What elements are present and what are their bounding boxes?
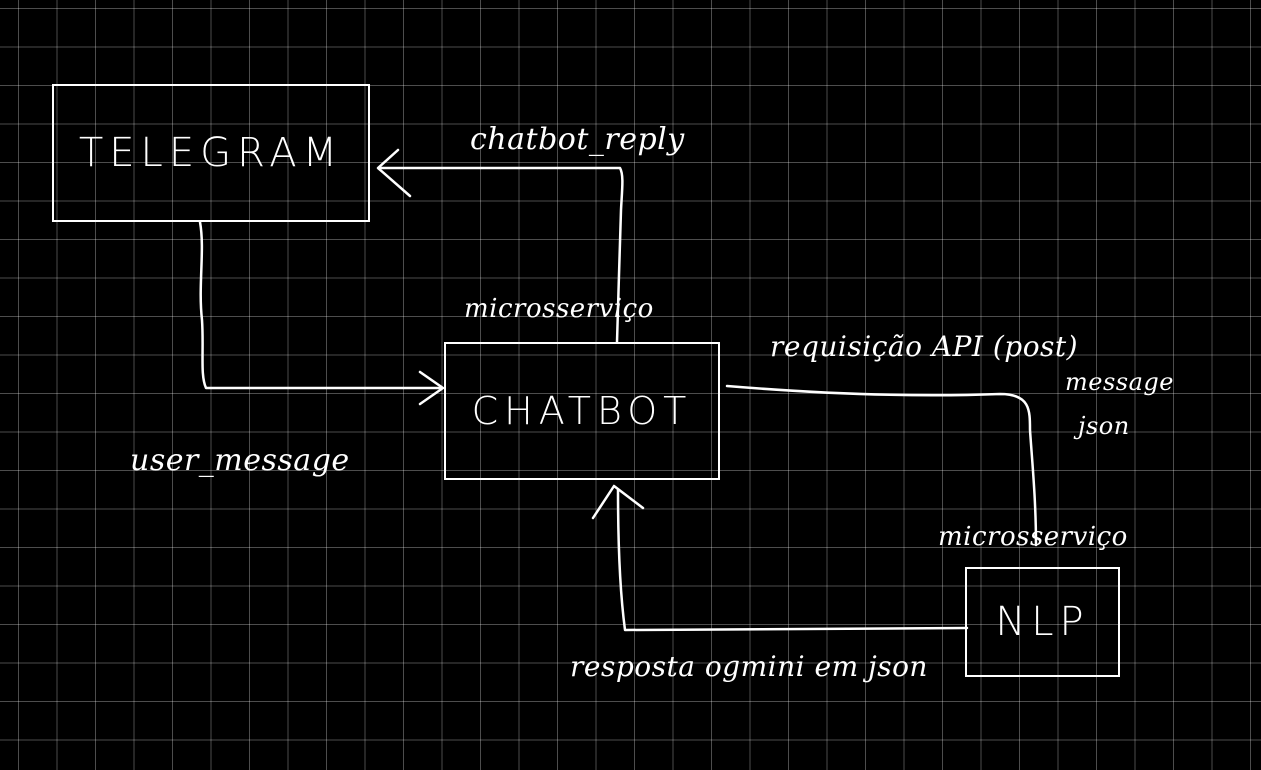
- nlp-node: NLP: [965, 567, 1120, 677]
- chatbot-node-label: CHATBOT: [471, 389, 693, 433]
- api-request-connector: [725, 384, 1038, 547]
- user-message-connector: [198, 220, 442, 390]
- nlp-response-arrowhead: [591, 484, 645, 520]
- chatbot-reply-label: chatbot_reply: [470, 122, 685, 157]
- chatbot-node: CHATBOT: [444, 342, 720, 480]
- nlp-response-connector: [616, 488, 969, 632]
- api-request-label-line-2: message: [1065, 368, 1174, 396]
- nlp-microservice-tag: microsserviço: [938, 522, 1128, 552]
- nlp-node-label: NLP: [995, 599, 1090, 645]
- chatbot-microservice-tag: microsserviço: [464, 294, 654, 324]
- api-request-label-line-3: json: [1078, 412, 1130, 440]
- nlp-response-label: resposta ogmini em json: [570, 650, 928, 683]
- user-message-label: user_message: [130, 443, 350, 478]
- telegram-node: TELEGRAM: [52, 84, 370, 222]
- chatbot-reply-arrowhead: [376, 148, 412, 198]
- chatbot-reply-connector: [378, 166, 624, 344]
- api-request-label: requisição API (post): [770, 330, 1079, 363]
- user-message-arrowhead: [418, 370, 445, 406]
- telegram-node-label: TELEGRAM: [78, 130, 344, 176]
